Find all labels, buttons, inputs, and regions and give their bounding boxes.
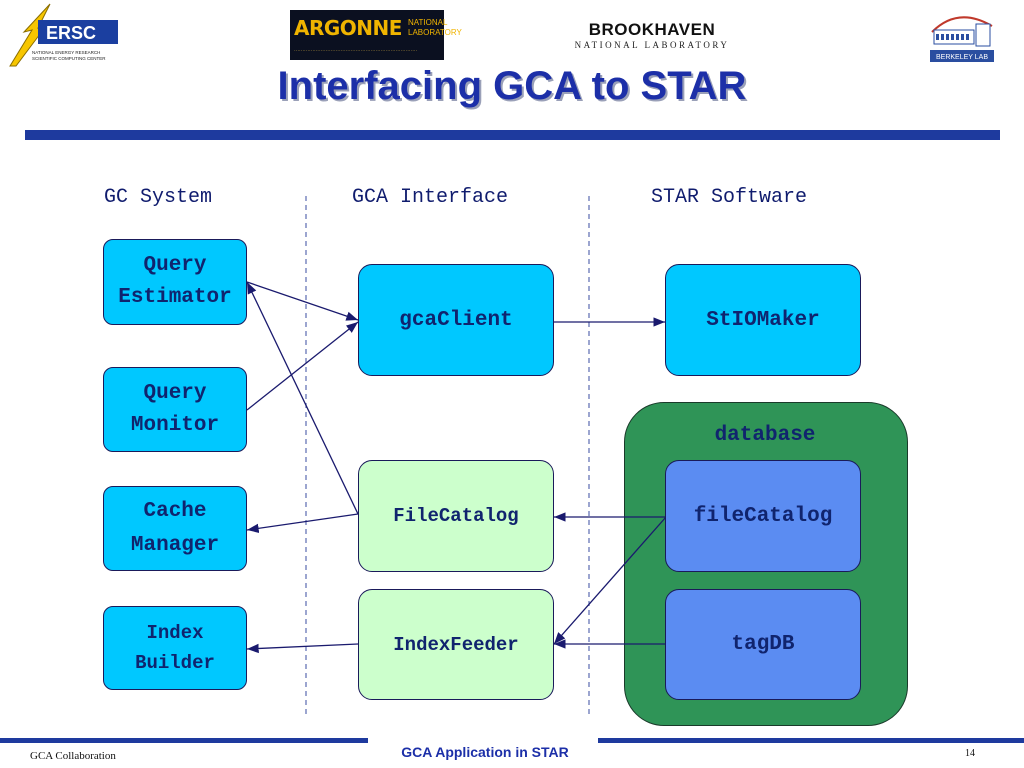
column-header-gc-system: GC System (104, 186, 213, 209)
brookhaven-logo: BROOKHAVEN NATIONAL LABORATORY (568, 20, 736, 54)
brookhaven-name: BROOKHAVEN (588, 20, 716, 39)
nersc-tagline-1: NATIONAL ENERGY RESEARCH (32, 50, 100, 55)
indexfeeder-box: IndexFeeder (358, 589, 554, 700)
berkeley-lab-logo: BERKELEY LAB (928, 6, 996, 64)
footer-left-text: GCA Collaboration (30, 750, 116, 762)
filecatalog-db-box: fileCatalog (665, 460, 861, 572)
footer-bar-right (598, 738, 1024, 743)
column-header-gca-interface: GCA Interface (352, 186, 509, 209)
arrow-filecatalog-to-cache-manager (246, 513, 359, 533)
title-divider (25, 130, 1000, 140)
arrow-estimator-to-gcaclient (246, 281, 359, 321)
gcaclient-box: gcaClient (358, 264, 554, 376)
argonne-name: ARGONNE (294, 16, 402, 40)
cache-manager-box: Cache Manager (103, 486, 247, 571)
arrow-filecatalog-to-estimator (246, 281, 359, 515)
tagdb-box: tagDB (665, 589, 861, 700)
brookhaven-sub: NATIONAL LABORATORY (574, 40, 730, 50)
column-header-star-software: STAR Software (651, 186, 808, 209)
slide-title: Interfacing GCA to STAR (277, 64, 747, 108)
query-monitor-box: Query Monitor (103, 367, 247, 452)
arrow-db-filecatalog-to-indexfeeder (553, 516, 667, 645)
nersc-tagline-2: SCIENTIFIC COMPUTING CENTER (32, 56, 106, 61)
query-estimator-box: Query Estimator (103, 239, 247, 325)
nersc-name: ERSC (46, 23, 96, 43)
arrow-indexfeeder-to-index-builder (246, 643, 359, 654)
index-builder-box: Index Builder (103, 606, 247, 690)
arrow-monitor-to-gcaclient (246, 321, 359, 411)
stiomaker-box: StIOMaker (665, 264, 861, 376)
berkeley-lab-name: BERKELEY LAB (936, 54, 988, 61)
page-number: 14 (965, 748, 975, 759)
argonne-fine-print: ········································… (294, 48, 418, 54)
database-label: database (714, 424, 816, 447)
nersc-logo: ERSC NATIONAL ENERGY RESEARCH SCIENTIFIC… (2, 2, 122, 68)
footer-center-text: GCA Application in STAR (401, 744, 569, 760)
footer-bar-left (0, 738, 368, 743)
filecatalog-gca-box: FileCatalog (358, 460, 554, 572)
